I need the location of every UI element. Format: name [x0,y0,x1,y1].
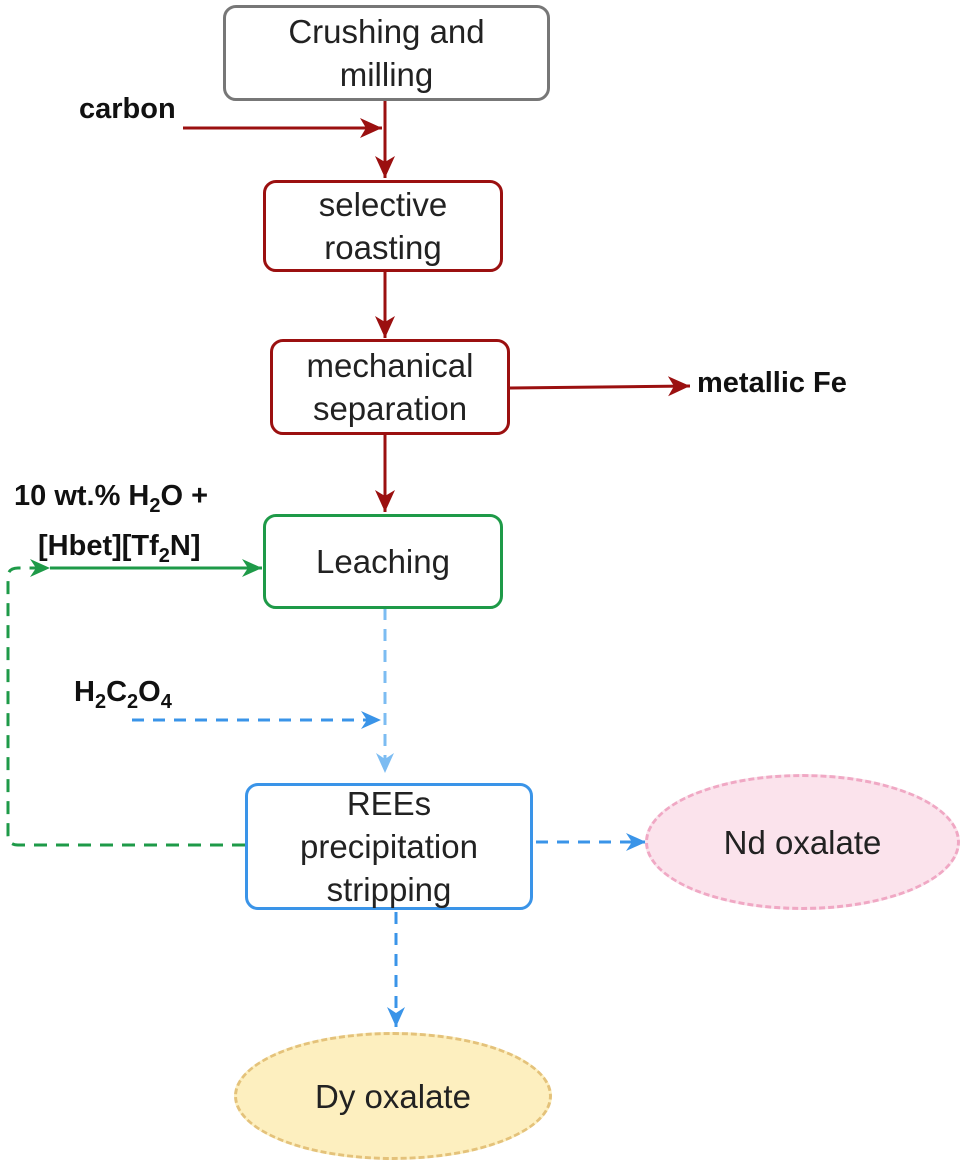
metallic-fe-output-label: metallic Fe [697,367,847,399]
crushing-label-line2: milling [339,56,434,93]
roasting-label-line2: roasting [324,229,442,266]
oxalic-o: O [138,676,161,708]
leachant-line2-suffix: N] [169,529,201,562]
separation-label-line2: separation [312,390,468,427]
oxalic-c-sub: 2 [127,690,139,713]
crushing-milling-box: Crushing and milling [223,5,550,101]
separation-label-line1: mechanical [306,347,474,384]
roasting-label-line1: selective [318,186,448,223]
selective-roasting-box: selective roasting [263,180,503,272]
leachant-prefix: 10 wt.% H [14,480,150,512]
nd-oxalate-ellipse: Nd oxalate [645,774,960,910]
leachant-line2: [Hbet][Tf2N] [14,526,208,576]
oxalic-acid-input-label: H2C2O4 [74,676,172,714]
leachant-line2-prefix: [Hbet][Tf [38,529,159,562]
leaching-label: Leaching [316,543,450,580]
precipitation-label-line3: stripping [326,871,452,908]
leachant-line1: 10 wt.% H2O + [14,476,208,526]
oxalic-h-sub: 2 [94,690,107,713]
precipitation-stripping-box: REEs precipitation stripping [245,783,533,910]
arrow-recycle-loop [6,559,245,847]
leaching-box: Leaching [263,514,503,609]
oxalic-o-sub: 4 [160,690,172,713]
leachant-sub2: 2 [158,544,170,567]
oxalic-h: H [74,676,95,708]
crushing-label-line1: Crushing and [288,13,485,50]
arrow-separation-to-fe [509,376,691,397]
dy-oxalate-label: Dy oxalate [315,1077,471,1115]
carbon-input-label: carbon [79,93,176,125]
oxalic-c: C [106,676,128,708]
nd-oxalate-label: Nd oxalate [723,823,882,861]
leachant-sub1: 2 [149,494,161,517]
precipitation-label-line1: REEs [346,785,432,822]
leachant-suffix: O + [160,480,209,512]
mechanical-separation-box: mechanical separation [270,339,510,435]
leachant-input-label: 10 wt.% H2O + [Hbet][Tf2N] [14,476,208,576]
precipitation-label-line2: precipitation [300,828,478,865]
dy-oxalate-ellipse: Dy oxalate [234,1032,552,1160]
